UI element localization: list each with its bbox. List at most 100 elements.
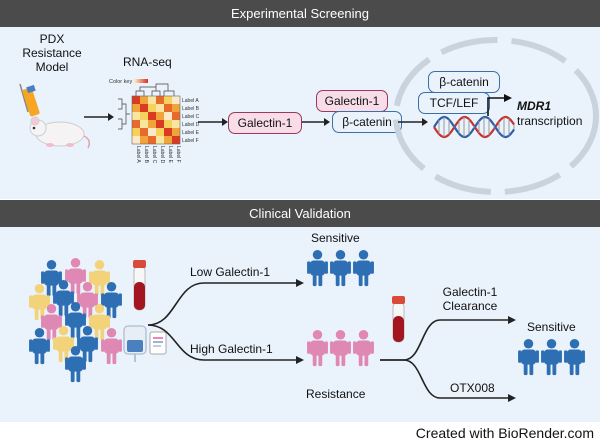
tcf-lef-box: TCF/LEF <box>418 92 490 114</box>
heatmap-row-label: Label B <box>182 106 200 112</box>
heatmap-row-label: Label F <box>182 138 199 144</box>
heatmap-cell <box>132 112 140 120</box>
heatmap-col-label: Label C <box>151 146 157 164</box>
heatmap-cell <box>140 104 148 112</box>
person-icon <box>89 260 110 297</box>
heatmap-cell <box>156 112 164 120</box>
person-icon <box>65 258 86 295</box>
nucleus-outline <box>393 37 599 195</box>
heatmap-col-label: Label F <box>175 146 181 163</box>
clinical-validation-header: Clinical Validation <box>0 200 600 227</box>
heatmap-cell <box>172 112 180 120</box>
arrow-pdx-to-rnaseq <box>84 113 114 121</box>
color-key-label: Color key <box>109 79 132 85</box>
heatmap-cell <box>140 96 148 104</box>
heatmap-cell <box>164 112 172 120</box>
transcription-start-arrow <box>487 94 512 116</box>
heatmap-col-label: Label B <box>143 146 149 164</box>
heatmap-cell <box>172 104 180 112</box>
experimental-screening-panel <box>0 0 600 199</box>
heatmap-row-label: Label C <box>182 114 200 120</box>
heatmap-cell <box>156 96 164 104</box>
heatmap-cell <box>132 104 140 112</box>
arrow-galectin-to-complex <box>302 118 330 126</box>
person-icon <box>330 330 351 367</box>
person-icon <box>65 302 86 339</box>
rnaseq-label: RNA-seq <box>123 55 172 69</box>
person-icon <box>41 260 62 297</box>
experimental-screening-header: Experimental Screening <box>0 0 600 27</box>
heatmap-cell <box>140 128 148 136</box>
mdr1-label: MDR1 <box>517 99 552 113</box>
person-icon <box>353 330 374 367</box>
heatmap-cell <box>156 120 164 128</box>
galectin-1-box: Galectin-1 <box>228 112 302 134</box>
arrow-complex-to-nucleus <box>398 118 428 126</box>
heatmap-cell <box>148 120 156 128</box>
pdx-label: PDX Resistance Model <box>22 32 82 74</box>
treatment-branch-arrows <box>380 316 516 402</box>
low-galectin-label: Low Galectin-1 <box>190 265 271 279</box>
person-icon <box>89 304 110 341</box>
sensitive-label: Sensitive <box>311 231 360 245</box>
heatmap-cell <box>148 136 156 144</box>
heatmap-cell <box>140 112 148 120</box>
heatmap-cell <box>156 104 164 112</box>
heatmap-cell <box>140 136 148 144</box>
heatmap-cell <box>148 128 156 136</box>
high-galectin-label: High Galectin-1 <box>190 342 273 356</box>
heatmap-cell <box>172 96 180 104</box>
iv-bag-icon <box>123 325 167 362</box>
arrow-heatmap-to-galectin <box>198 118 228 126</box>
mouse-syringe-icon <box>19 83 90 149</box>
beta-catenin-nuclear-box: β-catenin <box>428 71 500 93</box>
person-icon <box>330 250 351 287</box>
cohort-branch-arrows <box>148 279 304 364</box>
resistant-group <box>307 330 374 367</box>
otx008-label: OTX008 <box>450 381 495 395</box>
heatmap-cell <box>172 136 180 144</box>
heatmap-cell <box>148 104 156 112</box>
heatmap-col-label: Label E <box>167 146 173 164</box>
biorender-credit: Created with BioRender.com <box>415 425 594 441</box>
heatmap-col-label: Label A <box>135 146 141 163</box>
heatmap-cell <box>132 120 140 128</box>
person-icon <box>564 339 585 376</box>
heatmap-cell <box>132 136 140 144</box>
sensitive-label-2: Sensitive <box>527 320 576 334</box>
heatmap-row-label: Label E <box>182 130 200 136</box>
person-icon <box>101 282 122 319</box>
heatmap-cell <box>164 120 172 128</box>
person-icon <box>307 250 328 287</box>
person-icon <box>65 346 86 383</box>
person-icon <box>41 304 62 341</box>
heatmap-col-label: Label D <box>159 146 165 164</box>
blood-tube-icon-2 <box>392 296 405 343</box>
person-icon <box>29 328 50 365</box>
dna-helix-icon <box>433 115 515 139</box>
patient-cohort <box>29 258 167 383</box>
heatmap-cell <box>148 112 156 120</box>
galectin-clearance-label: Galectin-1 Clearance <box>442 285 498 313</box>
heatmap-cell <box>156 128 164 136</box>
mouse-icon <box>29 116 90 149</box>
person-icon <box>541 339 562 376</box>
person-icon <box>518 339 539 376</box>
person-icon <box>53 280 74 317</box>
heatmap-cell <box>132 128 140 136</box>
heatmap-cell <box>164 136 172 144</box>
heatmap-cell <box>172 128 180 136</box>
heatmap-cell <box>156 136 164 144</box>
heatmap-row-label: Label D <box>182 122 200 128</box>
blood-tube-icon <box>133 260 146 311</box>
heatmap-cell <box>148 96 156 104</box>
person-icon <box>101 328 122 365</box>
person-icon <box>307 330 328 367</box>
transcription-label: transcription <box>517 114 583 128</box>
heatmap-cell <box>140 120 148 128</box>
heatmap-cell <box>164 96 172 104</box>
resistance-label: Resistance <box>306 387 366 401</box>
person-icon <box>353 250 374 287</box>
sensitive-group <box>307 250 374 287</box>
